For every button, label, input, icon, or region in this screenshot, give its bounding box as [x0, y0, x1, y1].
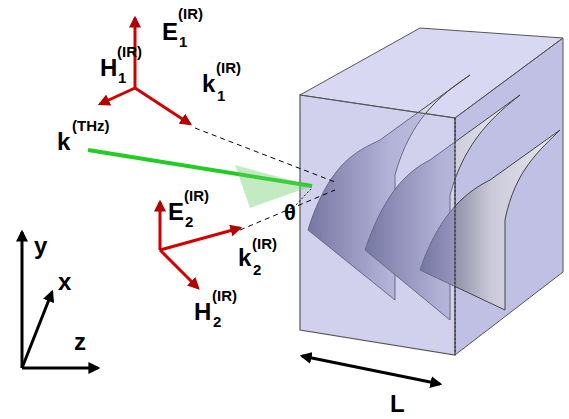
subscript: 2	[185, 214, 193, 229]
axis-label: x	[58, 270, 71, 294]
wavevector-symbol: k	[57, 130, 70, 154]
superscript: (IR)	[212, 288, 237, 303]
superscript: (IR)	[178, 6, 203, 21]
field-symbol: H	[100, 56, 117, 80]
superscript: (IR)	[184, 188, 209, 203]
angle-arc	[296, 188, 312, 205]
ir-triad-1	[100, 18, 190, 124]
subscript: 2	[253, 262, 261, 277]
subscript: 1	[217, 88, 225, 103]
subscript: 1	[179, 34, 187, 49]
superscript: (THz)	[72, 118, 110, 133]
superscript: (IR)	[252, 236, 277, 251]
wavevector-symbol: k	[238, 246, 251, 270]
field-symbol: H	[194, 300, 211, 324]
superscript: (IR)	[216, 60, 241, 75]
axis-label: y	[34, 234, 47, 258]
field-symbol: E	[162, 20, 178, 44]
subscript: 1	[118, 70, 126, 85]
crystal-box	[300, 28, 563, 355]
dimension-label: L	[390, 392, 405, 416]
length-arrow	[302, 356, 440, 384]
beam-guides	[195, 128, 335, 230]
axes	[22, 232, 98, 368]
subscript: 2	[213, 314, 221, 329]
angle-symbol: θ	[284, 202, 296, 224]
thz-cone	[235, 165, 312, 208]
axis-label: z	[74, 330, 86, 354]
field-symbol: E	[168, 200, 184, 224]
superscript: (IR)	[117, 44, 142, 59]
wavevector-symbol: k	[202, 72, 215, 96]
